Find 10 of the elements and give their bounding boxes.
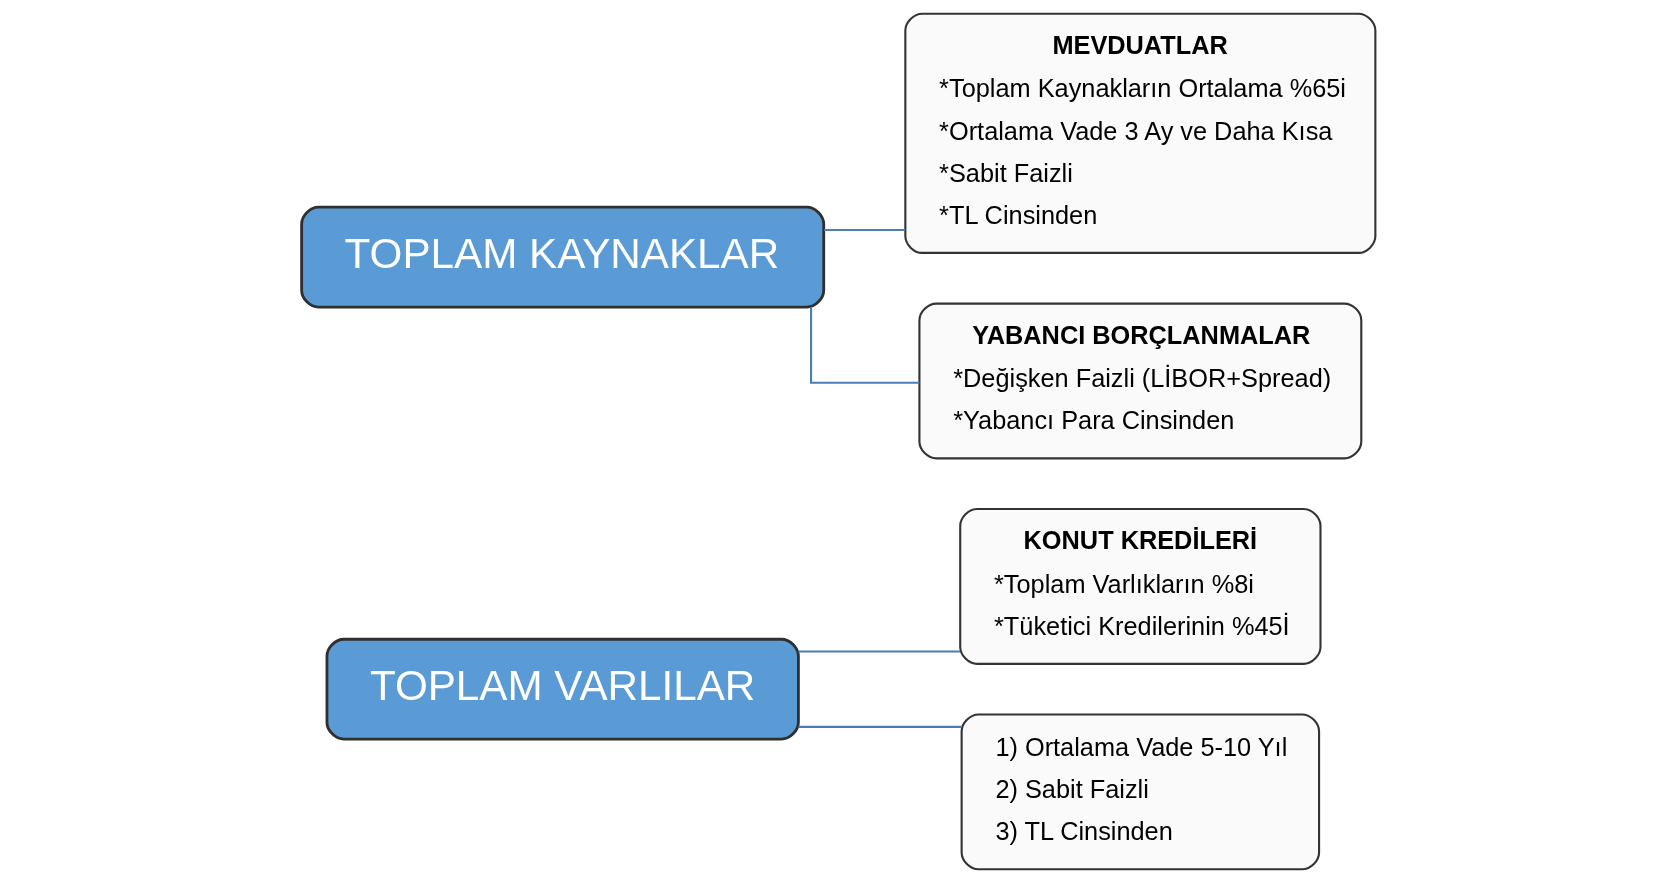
node-box: YABANCI BORÇLANMALAR *Değişken Faizli (LİBOR+Spread) *Yabancı Para Cinsinden bbox=[918, 302, 1363, 460]
connector bbox=[824, 229, 906, 232]
node-box: 1) Ortalama Vade 5-10 Yıl 2) Sabit Faizli 3) TL Cinsinden bbox=[960, 713, 1321, 871]
node-box: KONUT KREDİLERİ *Toplam Varlıkların %8i *Tüketici Kredilerinin %45İ bbox=[959, 508, 1322, 665]
node-box: TOPLAM KAYNAKLAR bbox=[300, 205, 826, 309]
connector bbox=[798, 725, 962, 728]
node-box: MEVDUATLAR *Toplam Kaynakların Ortalama %65i *Ortalama Vade 3 Ay ve Daha Kısa *Sabit Faizli *TL Cinsinden bbox=[904, 12, 1377, 254]
connector bbox=[798, 650, 961, 653]
connector bbox=[810, 307, 920, 384]
node-box: TOPLAM VARLILAR bbox=[325, 637, 800, 741]
